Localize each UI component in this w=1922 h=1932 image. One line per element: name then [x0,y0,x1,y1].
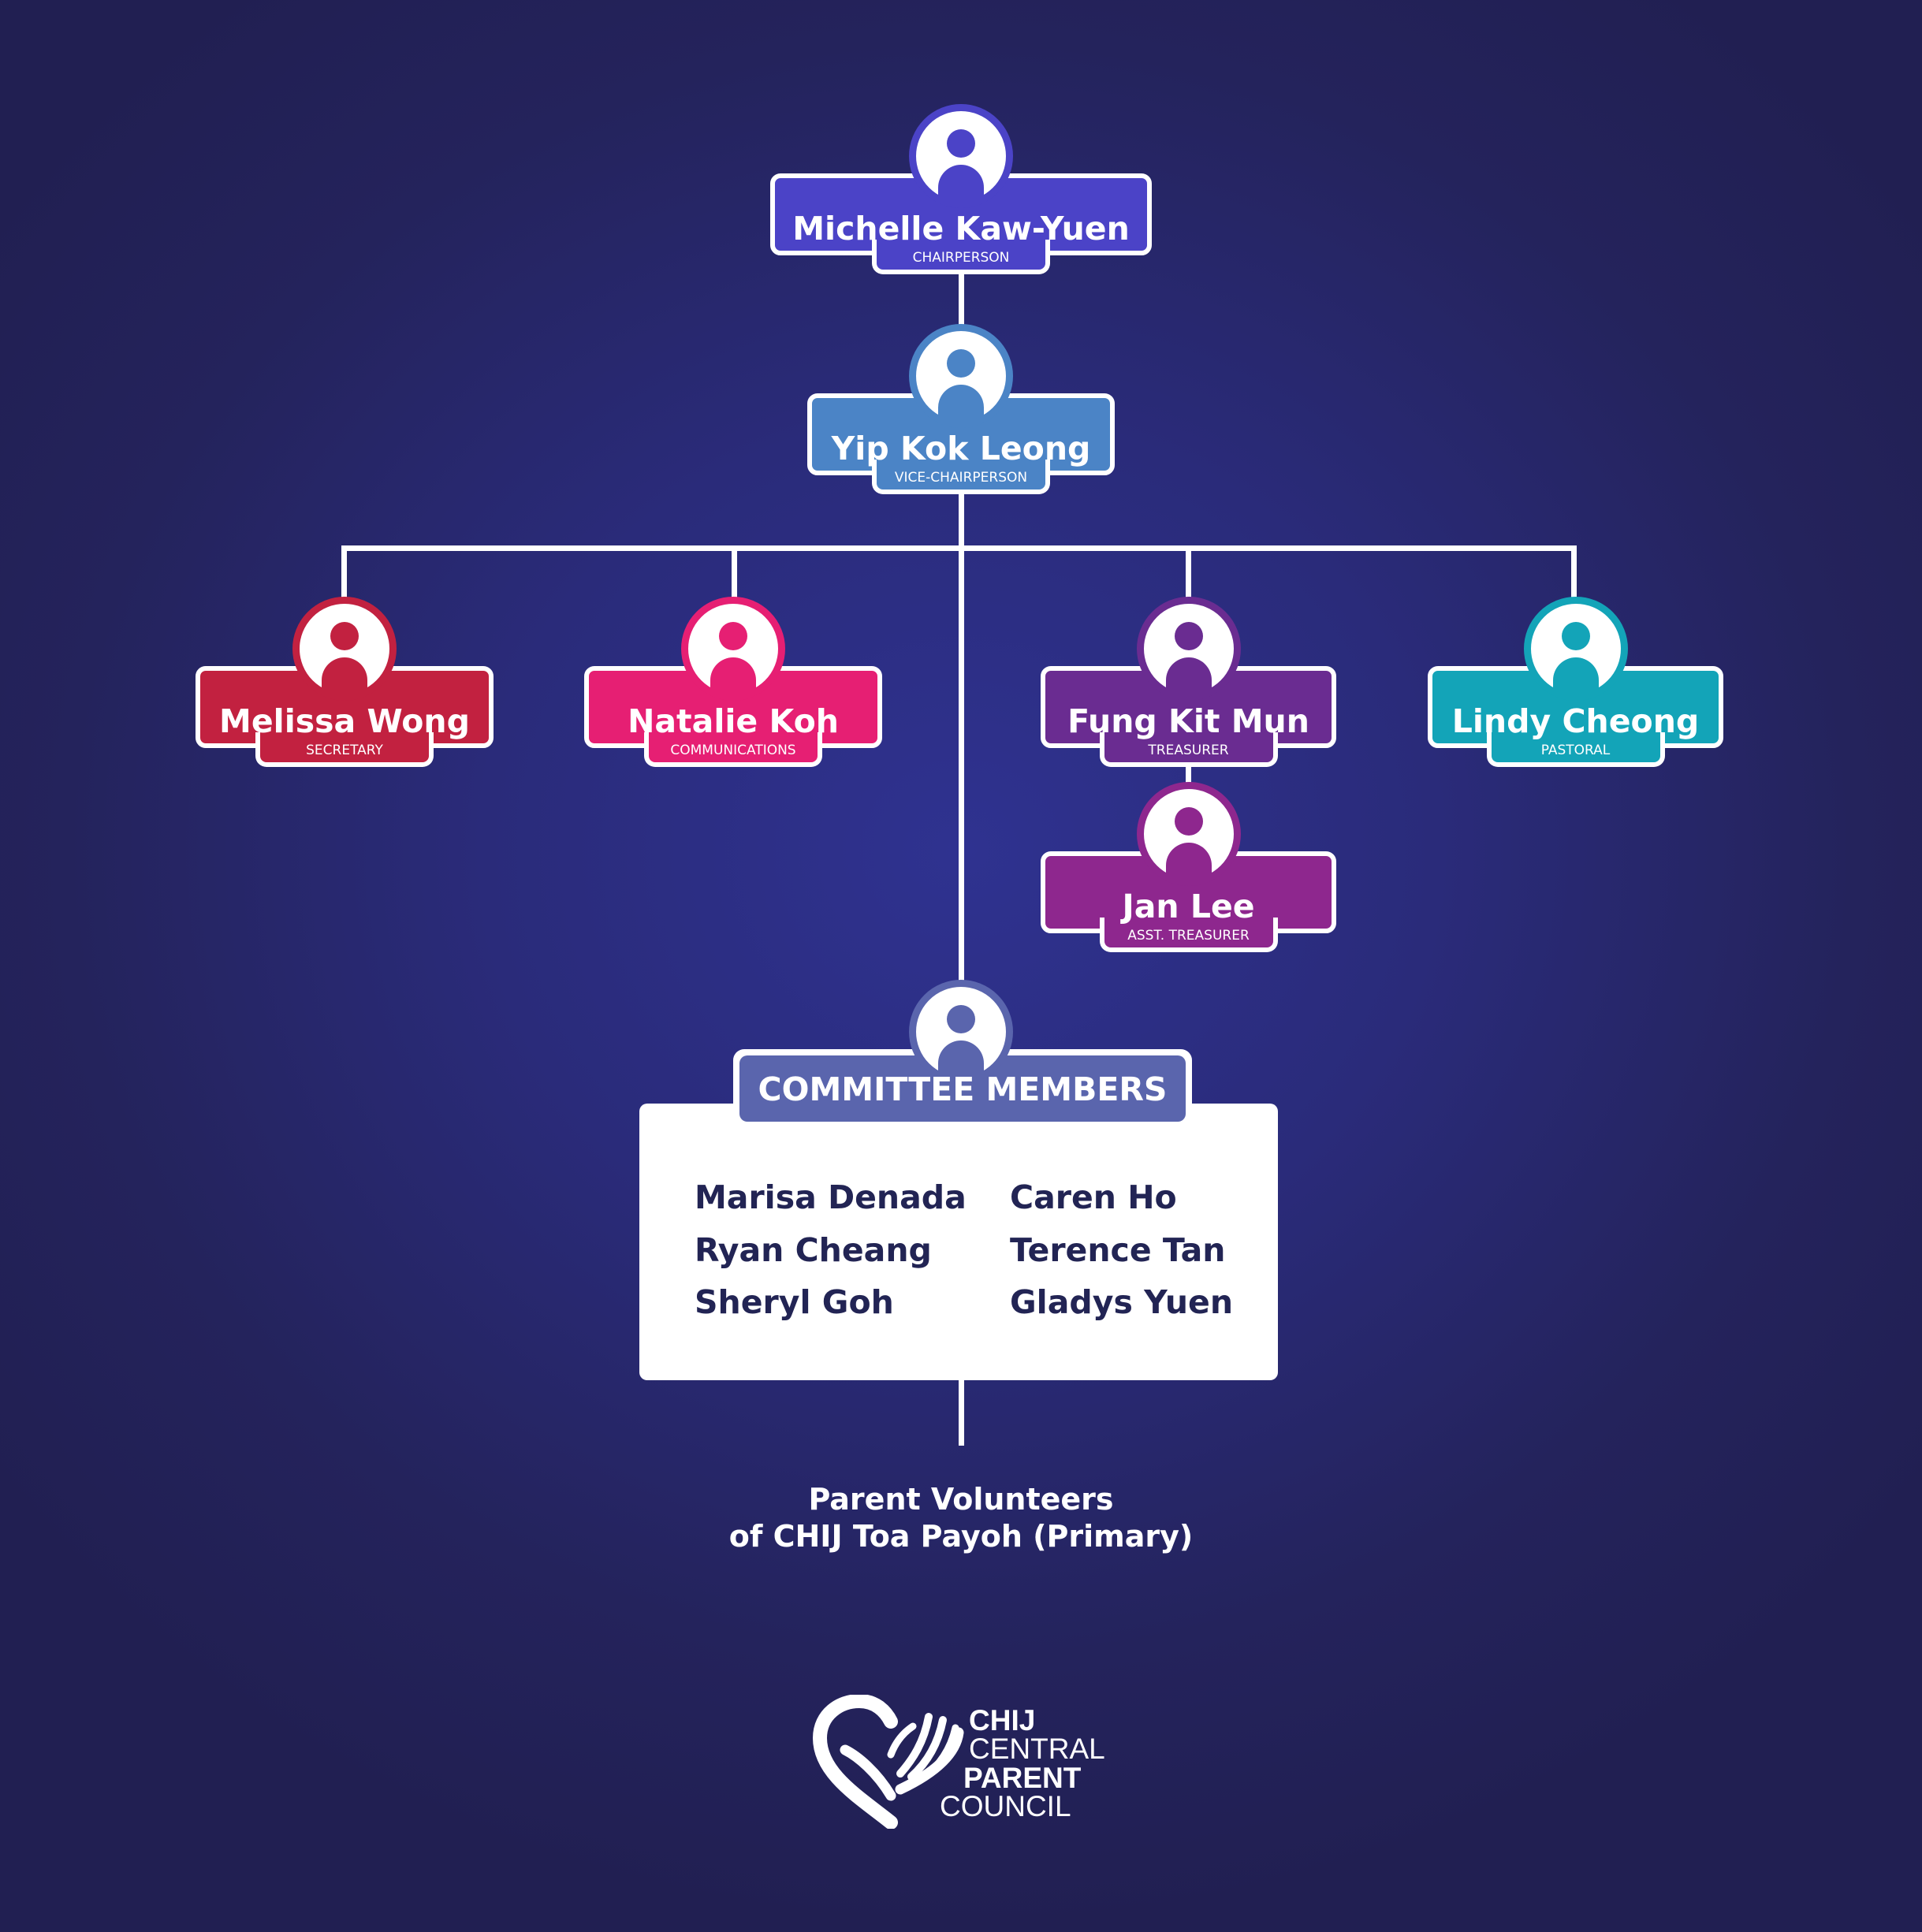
person-role: SECRETARY [306,743,383,758]
person-icon [909,324,1013,428]
person-icon [292,597,397,701]
role-tag [644,732,822,767]
person-name: Jan Lee [1122,888,1255,925]
node-secretary: Melissa Wong SECRETARY [196,597,494,770]
role-tag [1099,918,1278,952]
committee-member: Terence Tan [1010,1231,1226,1269]
logo-line-1: CHIJ [969,1704,1036,1737]
person-icon [909,104,1013,208]
person-name: Lindy Cheong [1451,702,1700,740]
role-tag [1099,732,1278,767]
connector-horizontal-bar [341,545,1577,551]
person-role: CHAIRPERSON [912,250,1010,266]
person-icon [1136,782,1241,886]
node-communications: Natalie Koh COMMUNICATIONS [584,597,882,770]
committee-member: Caren Ho [1010,1178,1177,1216]
committee-title: COMMITTEE MEMBERS [758,1070,1168,1108]
logo-line-4: COUNCIL [940,1790,1071,1822]
role-tag [872,240,1050,274]
person-name: Natalie Koh [628,702,839,740]
role-tag [1486,732,1665,767]
committee-person-icon [909,980,1013,1084]
footer-line-2: of CHIJ Toa Payoh (Primary) [728,1519,1194,1554]
connector-chair-vice [959,268,964,339]
committee-icon-wrap [909,980,1013,1084]
person-name: Melissa Wong [219,702,470,740]
connector-treasurer-asst [1186,757,1191,788]
person-name: Yip Kok Leong [831,430,1091,467]
committee-member: Marisa Denada [695,1178,967,1216]
connector-drop-communications [732,545,737,601]
committee-panel [639,1104,1278,1380]
role-tag [255,732,434,767]
committee-member: Sheryl Goh [695,1283,894,1321]
committee-member: Gladys Yuen [1010,1283,1234,1321]
person-icon [1136,597,1241,701]
heart-hands-logo-icon [812,1695,964,1829]
person-role: COMMUNICATIONS [670,743,796,758]
person-role: VICE-CHAIRPERSON [894,470,1028,486]
person-role: TREASURER [1148,743,1229,758]
person-role: ASST. TREASURER [1127,928,1250,944]
connector-vice-committee [959,482,964,1048]
person-icon [1523,597,1628,701]
connector-drop-secretary [341,545,347,601]
logo-line-3: PARENT [963,1762,1082,1794]
node-vice-chairperson: Yip Kok Leong VICE-CHAIRPERSON [807,324,1115,497]
person-name: Michelle Kaw-Yuen [792,210,1130,248]
committee-member: Ryan Cheang [695,1231,932,1269]
node-asst-treasurer: Jan Lee ASST. TREASURER [1041,782,1336,955]
person-role: PASTORAL [1540,743,1611,758]
person-name: Fung Kit Mun [1067,702,1309,740]
node-pastoral: Lindy Cheong PASTORAL [1428,597,1723,770]
connector-committee-volunteers [959,1378,964,1446]
node-treasurer: Fung Kit Mun TREASURER [1041,597,1336,770]
person-icon [681,597,785,701]
node-chairperson: Michelle Kaw-Yuen CHAIRPERSON [770,104,1152,277]
logo-line-2: CENTRAL [969,1733,1105,1765]
footer-line-1: Parent Volunteers [808,1482,1114,1517]
connector-drop-pastoral [1571,545,1577,601]
role-tag [872,460,1050,494]
connector-drop-treasurer [1186,545,1191,601]
